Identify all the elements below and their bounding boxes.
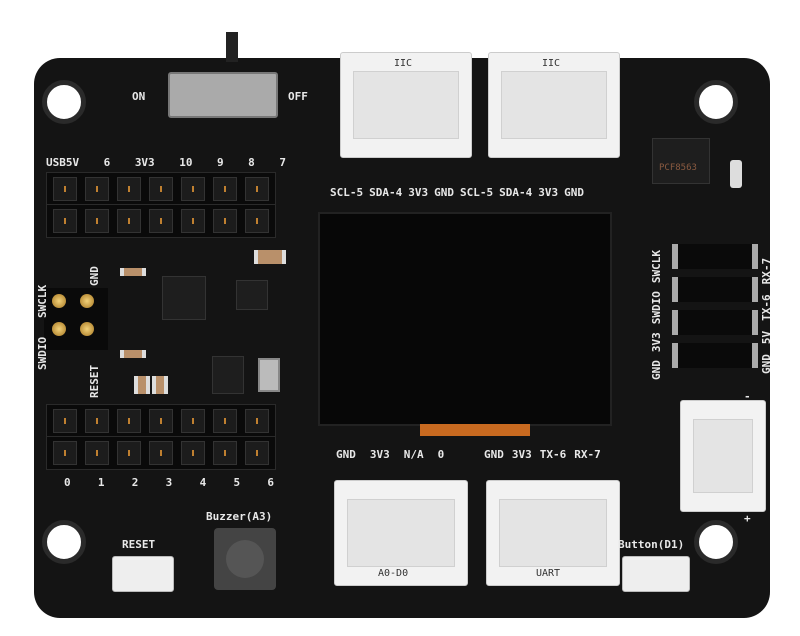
reset-button[interactable] [112, 556, 174, 592]
ic-chip [212, 356, 244, 394]
pin-label: 10 [179, 156, 193, 169]
mounting-hole [694, 520, 738, 564]
grove-a0-title: A0-D0 [378, 568, 409, 579]
grove-iic-pin-labels: SCL-5 SDA-4 3V3 GND SCL-5 SDA-4 3V3 GND [330, 186, 584, 199]
pin-label: 3V3 [538, 186, 559, 199]
pin-label: 2 [131, 476, 139, 489]
grove-a0-pin-labels: GND 3V3 N/A 0 [336, 448, 444, 461]
capacitor [120, 268, 146, 276]
oled-flex-cable [420, 424, 530, 436]
pin-label: SDA-4 [369, 186, 403, 199]
capacitor [120, 350, 146, 358]
pogo-pin [52, 322, 66, 336]
right-header-left-labels: GND 3V3 SWDIO SWCLK [650, 250, 663, 380]
pin-label: TX-6 [539, 448, 567, 461]
pin-label: 5 [233, 476, 241, 489]
switch-lever[interactable] [226, 32, 238, 62]
grove-uart-pin-labels: GND 3V3 TX-6 RX-7 [484, 448, 601, 461]
pin-label: 3V3 [511, 448, 532, 461]
xiao-header-top-row2[interactable] [46, 204, 276, 238]
pin-label: RX-7 [574, 448, 601, 461]
pin-label: SCL-5 [330, 186, 364, 199]
pin-label: 0 [437, 448, 445, 461]
xiao-header-bottom-row1[interactable] [46, 404, 276, 438]
pin-label: TX-6 [760, 294, 773, 321]
grove-uart-title: UART [536, 568, 561, 579]
inductor [254, 250, 286, 264]
pin-label: 6 [267, 476, 274, 489]
pogo-pin [80, 294, 94, 308]
capacitor [134, 376, 150, 394]
pogo-pin [52, 294, 66, 308]
reset-pad-label: RESET [88, 364, 101, 398]
pin-label: 8 [248, 156, 255, 169]
pin-label: 1 [97, 476, 105, 489]
user-button-label: Button(D1) [618, 538, 685, 551]
grove-iic-title: IIC [394, 58, 413, 69]
oled-display [318, 212, 612, 426]
rtc-chip: PCF8563 [652, 138, 710, 184]
xiao-header-top-row1[interactable] [46, 172, 276, 206]
pin-label: RX-7 [760, 257, 773, 285]
swdio-label: SWDIO [36, 336, 49, 370]
mounting-hole [694, 80, 738, 124]
led [258, 358, 280, 392]
mounting-hole [42, 520, 86, 564]
crystal [730, 160, 742, 188]
pin-label: 0 [64, 476, 71, 489]
pogo-pin [80, 322, 94, 336]
pin-label: 3V3 [408, 186, 429, 199]
pin-label: N/A [403, 448, 424, 461]
buzzer-label: Buzzer(A3) [206, 510, 273, 523]
user-button[interactable] [622, 556, 690, 592]
pin-label: GND [336, 448, 356, 461]
mounting-hole [42, 80, 86, 124]
capacitor [152, 376, 168, 394]
right-jumper-header[interactable] [672, 244, 758, 368]
pin-label: GND [484, 448, 504, 461]
grove-iic-connector-1[interactable] [340, 52, 472, 158]
reset-label: RESET [122, 538, 156, 551]
grove-iic-title: IIC [542, 58, 561, 69]
battery-plus-label: + [744, 512, 751, 525]
rtc-chip-label: PCF8563 [659, 163, 697, 173]
xiao-header-bottom-row2[interactable] [46, 436, 276, 470]
pin-label: SWDIO [650, 291, 663, 325]
grove-uart-connector[interactable] [486, 480, 620, 586]
swclk-label: SWCLK [36, 284, 49, 318]
grove-iic-connector-2[interactable] [488, 52, 620, 158]
pin-label: GND [564, 186, 584, 199]
gnd-label: GND [88, 266, 101, 286]
pin-label: 3V3 [369, 448, 390, 461]
battery-minus-label: - [744, 390, 751, 403]
pin-label: SDA-4 [499, 186, 533, 199]
pin-label: 3 [165, 476, 173, 489]
ic-chip [162, 276, 206, 320]
pin-label: 5V [760, 330, 773, 345]
grove-a0-connector[interactable] [334, 480, 468, 586]
pin-label: 6 [103, 156, 111, 169]
pin-label: GND [760, 354, 773, 374]
switch-off-label: OFF [288, 90, 308, 103]
pin-label: SWCLK [650, 250, 663, 284]
pin-label: 3V3 [650, 332, 663, 353]
pin-label: 9 [217, 156, 224, 169]
buzzer [214, 528, 276, 590]
pin-label: 7 [279, 156, 286, 169]
power-switch[interactable] [168, 72, 278, 118]
pin-label: 3V3 [134, 156, 155, 169]
pin-label: SCL-5 [460, 186, 494, 199]
pin-label: 4 [199, 476, 207, 489]
right-header-right-labels: GND 5V TX-6 RX-7 [760, 258, 773, 374]
ic-chip [236, 280, 268, 310]
battery-connector[interactable] [680, 400, 766, 512]
header-bottom-labels: 0 1 2 3 4 5 6 [64, 476, 274, 489]
switch-on-label: ON [132, 90, 146, 103]
header-top-labels: USB5V 6 3V3 10 9 8 7 [46, 156, 286, 169]
pin-label: USB5V [46, 156, 80, 169]
pin-label: GND [434, 186, 454, 199]
pin-label: GND [650, 360, 663, 380]
